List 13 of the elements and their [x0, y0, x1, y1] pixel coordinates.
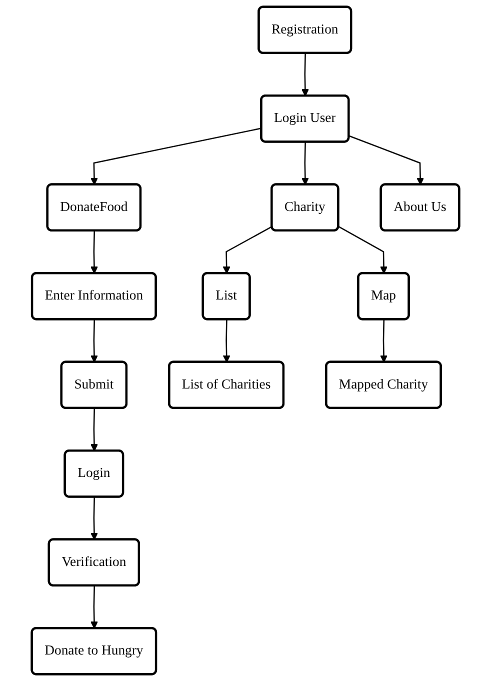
- arrow: [222, 226, 272, 274]
- arrow: [90, 497, 98, 540]
- arrow: [90, 320, 98, 363]
- arrow: [90, 230, 98, 274]
- arrow: [90, 408, 98, 452]
- arrow: [301, 142, 309, 186]
- arrow: [90, 128, 262, 186]
- arrow: [380, 320, 388, 363]
- arrow: [338, 226, 388, 274]
- arrow: [222, 320, 230, 363]
- arrow: [301, 53, 309, 96]
- arrow: [90, 586, 98, 629]
- arrow: [348, 135, 424, 186]
